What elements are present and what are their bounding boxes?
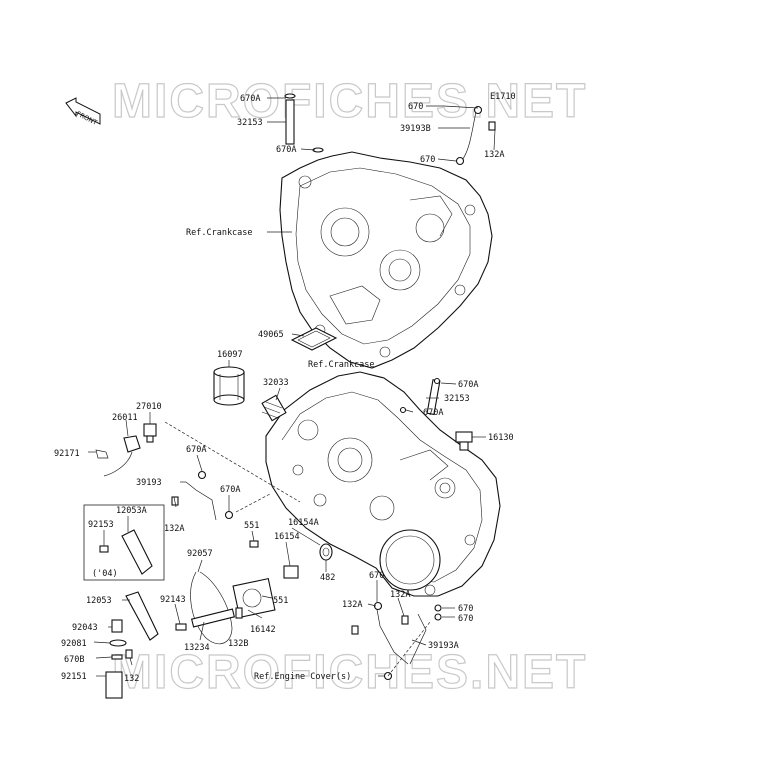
front-arrow-icon: FRONT (65, 97, 101, 127)
label-670-4: 670 (458, 604, 473, 614)
crankcase-lower-icon (265, 371, 501, 597)
seal-482-icon (319, 543, 333, 561)
pipe-32153-mid-icon (399, 377, 441, 416)
label-670A-2: 670A (276, 145, 296, 155)
label-32033: 32033 (263, 378, 289, 388)
oil-filter-16097-icon (213, 366, 245, 406)
label-132A-2: 132A (164, 524, 184, 534)
label-670-1: 670 (408, 102, 423, 112)
label-16154: 16154 (274, 532, 300, 542)
label-132A-3: 132A (342, 600, 362, 610)
label-12053A: 12053A (116, 506, 147, 516)
oil-pipe-39193A-icon (351, 601, 442, 681)
label-670A-4: 670A (423, 408, 443, 418)
sensor-26011-icon (103, 435, 141, 477)
label-32153-2: 32153 (444, 394, 470, 404)
label-32153-1: 32153 (237, 118, 263, 128)
label-670A-3: 670A (458, 380, 478, 390)
oil-pipe-39193-icon (171, 470, 234, 521)
shaft-13234-icon (175, 608, 236, 631)
label-132: 132 (124, 674, 139, 684)
sensor-27010-icon (143, 423, 157, 443)
label-16130: 16130 (488, 433, 514, 443)
label-551-1: 551 (244, 521, 259, 531)
label-132A-4: 132A (390, 590, 410, 600)
label-92043: 92043 (72, 623, 98, 633)
label-670B: 670B (64, 655, 84, 665)
bolt-132B-icon (235, 607, 243, 619)
label-670A-1: 670A (240, 94, 260, 104)
label-26011: 26011 (112, 413, 138, 423)
label-13234: 13234 (184, 643, 210, 653)
clamp-92171-icon (95, 449, 109, 459)
label-16142: 16142 (250, 625, 276, 635)
label-92171: 92171 (54, 449, 80, 459)
gasket-49065-icon (290, 327, 338, 351)
label-132B: 132B (228, 639, 248, 649)
label-92153: 92153 (88, 520, 114, 530)
label-ref-engine-cover: Ref.Engine Cover(s) (254, 672, 351, 682)
label-ref-crankcase-1: Ref.Crankcase (186, 228, 253, 238)
label-92057: 92057 (187, 549, 213, 559)
label-92143: 92143 (160, 595, 186, 605)
label-16154A: 16154A (288, 518, 319, 528)
label-670A-5: 670A (186, 445, 206, 455)
label-482: 482 (320, 573, 335, 583)
label-27010: 27010 (136, 402, 162, 412)
watermark-top: MICROFICHES.NET (112, 75, 587, 128)
spring-32033-icon (261, 394, 287, 422)
oil-pipe-39193B-icon (455, 105, 496, 166)
label-16097: 16097 (217, 350, 243, 360)
watermark-bottom: MICROFICHES.NET (112, 646, 587, 699)
label-670A-6: 670A (220, 485, 240, 495)
label-12053: 12053 (86, 596, 112, 606)
chain-guide-box (83, 504, 165, 581)
crankcase-upper-icon (279, 151, 493, 369)
oil-pump-icon (232, 540, 299, 619)
chain-92057-icon (190, 571, 233, 645)
label-39193B: 39193B (400, 124, 431, 134)
label-49065: 49065 (258, 330, 284, 340)
leader-lines (88, 97, 496, 677)
label-92081: 92081 (61, 639, 87, 649)
label-670-5: 670 (458, 614, 473, 624)
label-670-2: 670 (420, 155, 435, 165)
label-551-2: 551 (273, 596, 288, 606)
label-39193: 39193 (136, 478, 162, 488)
label-132A-1: 132A (484, 150, 504, 160)
tensioner-stack-icon (105, 619, 133, 699)
chain-guide-12053-icon (125, 591, 159, 641)
label-92151: 92151 (61, 672, 87, 682)
label-670-3: 670 (369, 571, 384, 581)
label-39193A: 39193A (428, 641, 459, 651)
figure-code: E1710 (490, 92, 516, 102)
label-ref-crankcase-2: Ref.Crankcase (308, 360, 375, 370)
label-04: ('04) (92, 569, 118, 579)
